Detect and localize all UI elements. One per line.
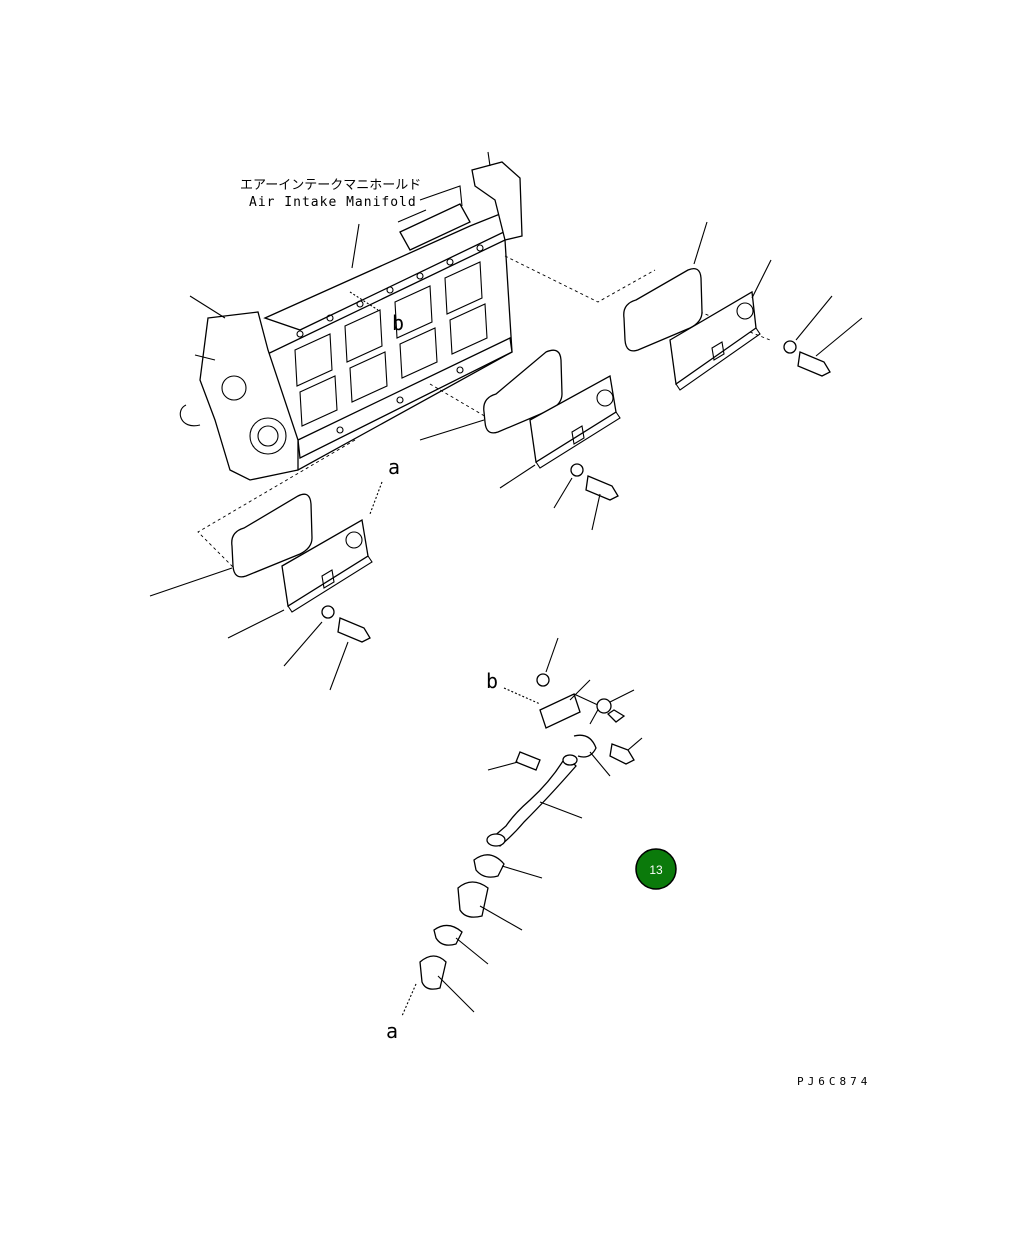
gasket-middle: [483, 349, 563, 434]
gasket-lower-left: [231, 493, 313, 578]
ref-b-block: b: [392, 311, 404, 335]
ref-a-upper: a: [388, 455, 400, 479]
ref-b-bracket: b: [486, 669, 498, 693]
ref-a-lower: a: [386, 1019, 398, 1043]
item-marker-13[interactable]: 13: [635, 848, 677, 890]
engine-block: b: [179, 151, 523, 481]
leader-manifold: [351, 223, 360, 269]
pipe-bracket: [539, 693, 581, 729]
label-manifold-en: Air Intake Manifold: [249, 195, 417, 210]
drawing-code: PJ6C874: [797, 1075, 871, 1088]
item-marker-label: 13: [649, 863, 663, 877]
label-manifold-jp: エアーインテークマニホールド: [240, 178, 421, 193]
gasket-upper-right: [623, 267, 703, 352]
